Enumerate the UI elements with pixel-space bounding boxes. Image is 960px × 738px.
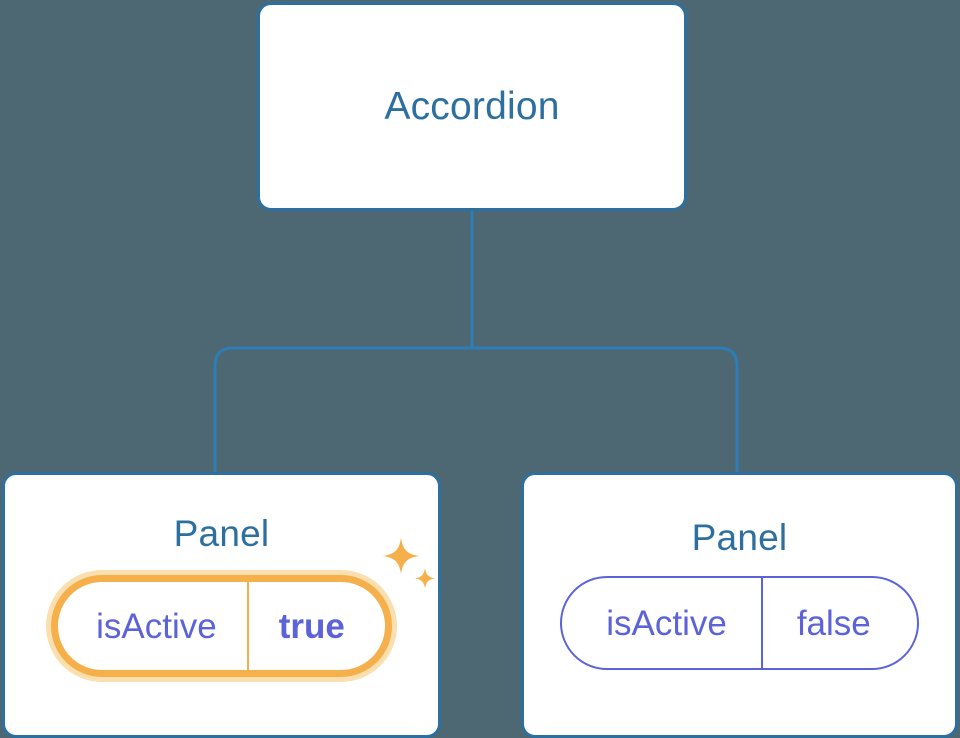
prop-highlight-ring: isActive true (46, 538, 435, 682)
prop-value-label: true (278, 606, 345, 646)
node-panel-right-title: Panel (691, 517, 788, 558)
prop-value-label: false (796, 603, 871, 643)
node-panel-right[interactable]: Panel isActive false (521, 472, 958, 738)
prop-wrap: isActive false (560, 576, 919, 670)
node-accordion[interactable]: Accordion (257, 2, 687, 211)
prop-key-label: isActive (562, 578, 763, 668)
prop-pill-isactive-true[interactable]: isActive true (51, 575, 392, 677)
sparkles-icon (382, 538, 435, 589)
prop-pill-isactive-false[interactable]: isActive false (560, 576, 919, 670)
node-accordion-title: Accordion (384, 85, 560, 128)
connector-child-bus (213, 346, 739, 472)
prop-key-label: isActive (58, 582, 249, 670)
node-panel-left[interactable]: Panel isActive true (2, 472, 441, 738)
node-panel-left-title: Panel (173, 513, 270, 554)
